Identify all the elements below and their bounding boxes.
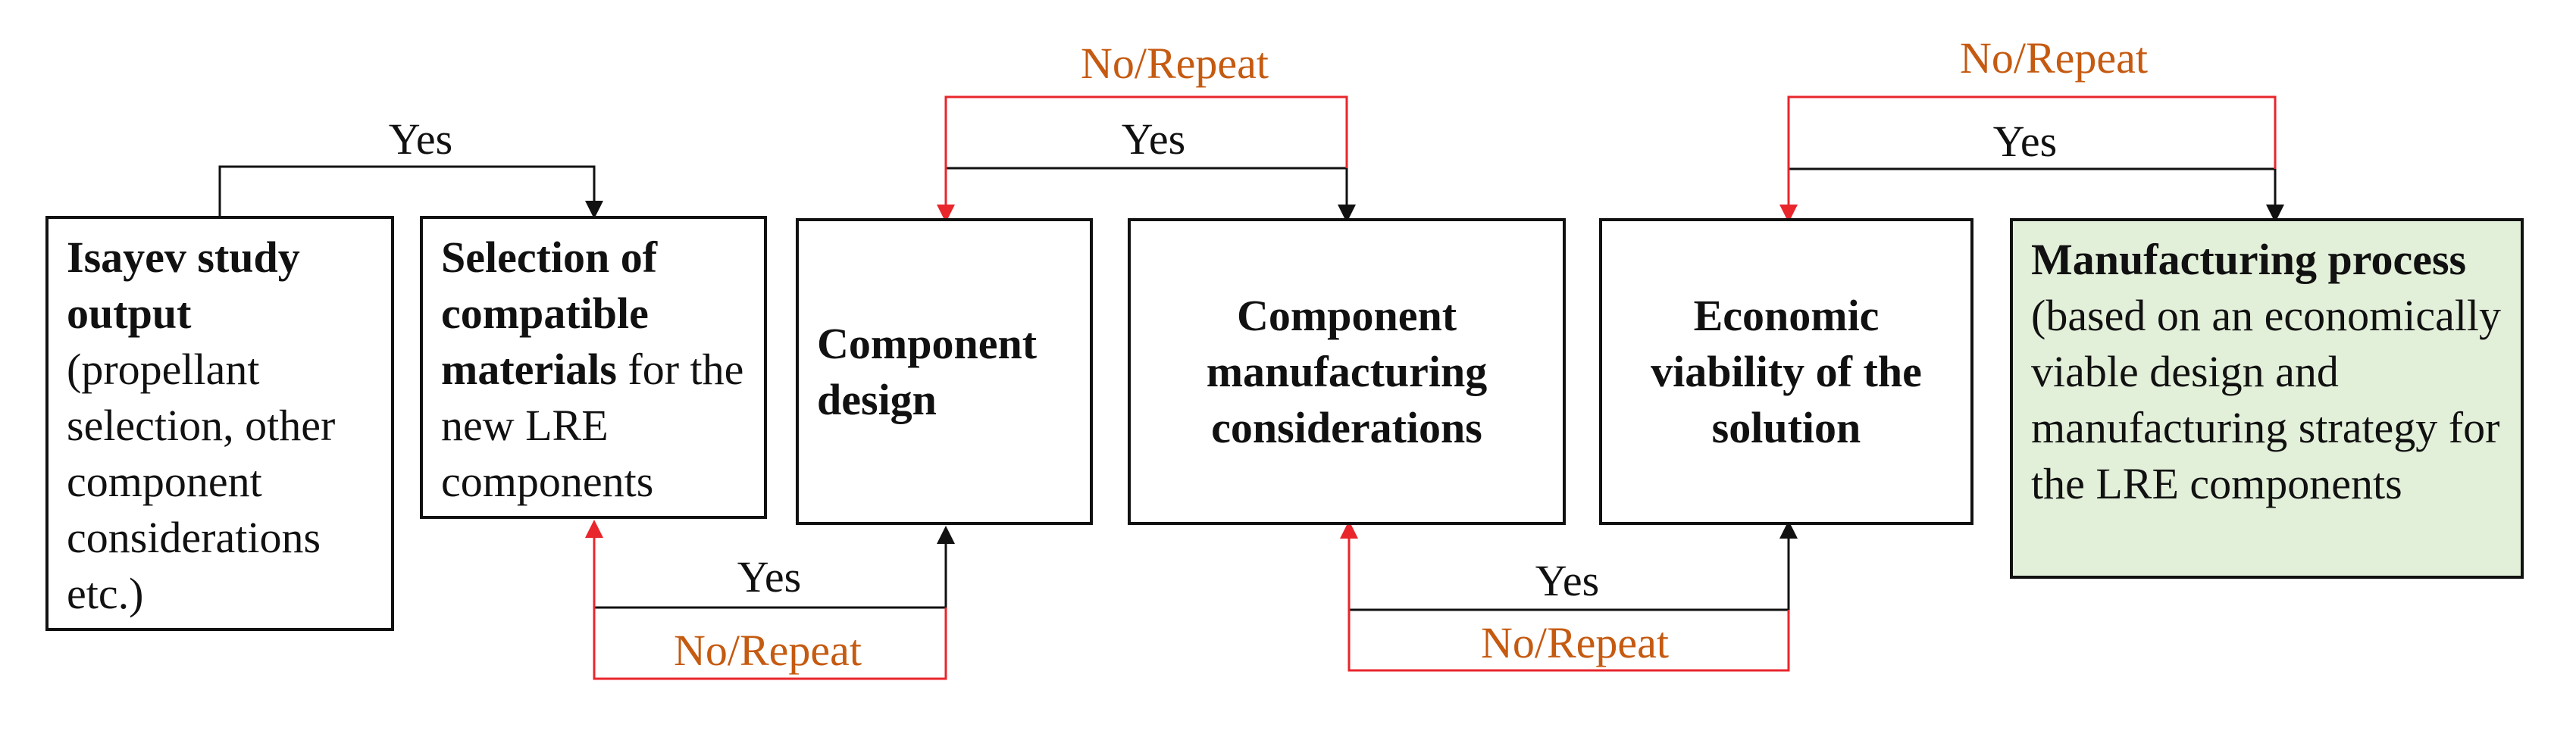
component-design-box: Component design: [796, 218, 1093, 525]
manufacturing-process-title: Manufacturing process: [2031, 235, 2467, 284]
manufacturing-process-box: Manufacturing process (based on an econo…: [2010, 218, 2524, 579]
isayev-study-title: Isayev study output: [67, 233, 300, 338]
label-yes-isayev-selection: Yes: [388, 114, 453, 164]
material-selection-detail: for the new LRE components: [441, 345, 744, 506]
connector-yes-economic-to-process: [1789, 167, 2284, 223]
isayev-study-output-box: Isayev study output (propellant selectio…: [45, 216, 394, 631]
connector-no-economic-to-manufacturing: [1340, 520, 1790, 672]
material-selection-title: Selection of compatible materials: [441, 233, 658, 394]
connector-yes-design-to-manufacturing: [946, 167, 1356, 223]
label-no-economic-manufacturing: No/Repeat: [1480, 618, 1670, 667]
label-yes-design-manufacturing: Yes: [1121, 114, 1186, 164]
label-yes-economic-process: Yes: [1992, 117, 2058, 166]
label-no-design-selection: No/Repeat: [673, 626, 862, 675]
label-yes-selection-design: Yes: [737, 552, 802, 601]
economic-viability-box: Economic viability of the solution: [1599, 218, 1973, 525]
manufacturing-process-detail: (based on an economically viable design …: [2031, 291, 2502, 508]
label-no-process-economic: No/Repeat: [1959, 33, 2149, 83]
label-no-manufacturing-design: No/Repeat: [1080, 39, 1269, 88]
isayev-study-detail: (propellant selection, other component c…: [67, 345, 336, 618]
label-yes-manufacturing-economic: Yes: [1535, 556, 1600, 605]
material-selection-box: Selection of compatible materials for th…: [420, 216, 767, 519]
connector-no-manufacturing-to-design: [937, 95, 1348, 223]
connector-no-process-to-economic: [1779, 95, 2277, 223]
manufacturing-considerations-box: Component manufacturing considerations: [1128, 218, 1566, 525]
manufacturing-considerations-title: Component manufacturing considerations: [1206, 290, 1488, 452]
economic-viability-title: Economic viability of the solution: [1651, 290, 1922, 452]
component-design-title: Component design: [817, 318, 1038, 424]
connector-no-design-to-selection: [585, 520, 947, 680]
connector-yes-isayev-to-selection: [218, 165, 603, 219]
